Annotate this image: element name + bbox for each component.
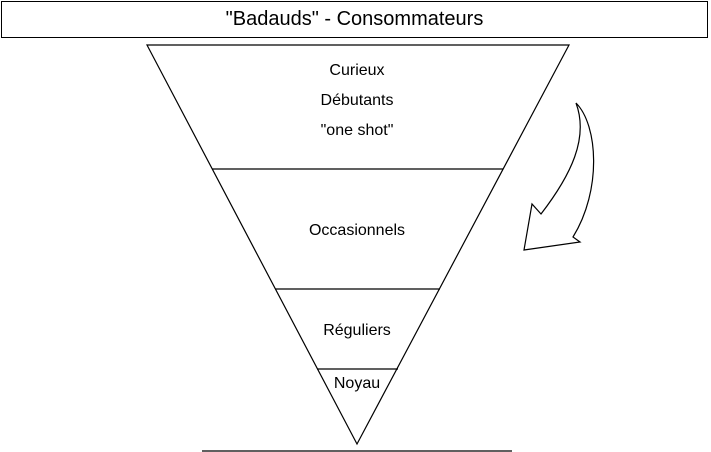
level-second-label: Occasionnels xyxy=(309,222,405,239)
level-top-line-3: "one shot" xyxy=(321,122,394,139)
level-top-line-1: Curieux xyxy=(329,62,384,79)
curved-arrow-icon xyxy=(523,102,595,251)
funnel-outline xyxy=(146,44,570,446)
diagram-title: "Badauds" - Consommateurs xyxy=(1,1,708,38)
level-bottom-label: Noyau xyxy=(334,375,380,392)
level-third-label: Réguliers xyxy=(323,322,391,339)
level-top-line-2: Débutants xyxy=(321,92,394,109)
